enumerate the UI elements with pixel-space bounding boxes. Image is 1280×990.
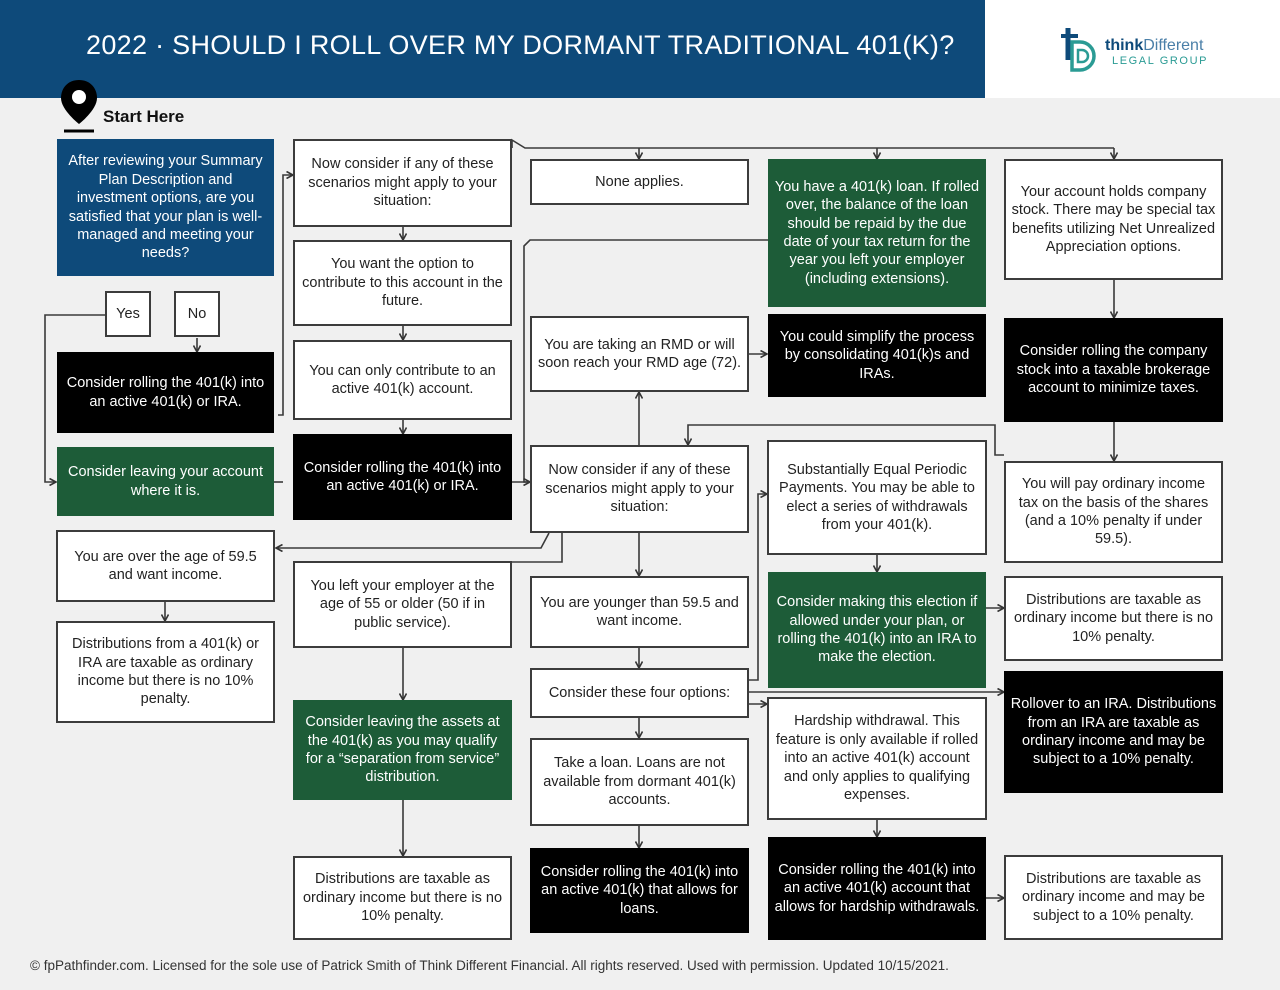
node-ordinary-tax-shares: You will pay ordinary income tax on the …: [1004, 461, 1223, 563]
node-simplify: You could simplify the process by consol…: [768, 314, 986, 397]
node-none-applies: None applies.: [530, 159, 749, 205]
node-rollover-ira: Rollover to an IRA. Distributions from a…: [1004, 671, 1223, 793]
node-left-55: You left your employer at the age of 55 …: [293, 561, 512, 648]
node-roll-loans: Consider rolling the 401(k) into an acti…: [530, 848, 749, 933]
node-leave-account: Consider leaving your account where it i…: [57, 447, 274, 516]
node-satisfied-question: After reviewing your Summary Plan Descri…: [57, 139, 274, 276]
node-loan: You have a 401(k) loan. If rolled over, …: [768, 159, 986, 307]
node-over-595: You are over the age of 59.5 and want in…: [56, 530, 275, 602]
logo-text: thinkDifferent: [1105, 37, 1204, 54]
logo-subtext: LEGAL GROUP: [1112, 55, 1209, 67]
logo-area: [985, 0, 1280, 98]
node-sepp: Substantially Equal Periodic Payments. Y…: [767, 440, 987, 555]
node-yes: Yes: [105, 291, 151, 337]
node-hardship: Hardship withdrawal. This feature is onl…: [767, 697, 987, 820]
node-only-active: You can only contribute to an active 401…: [293, 340, 512, 420]
node-roll-hardship: Consider rolling the 401(k) into an acti…: [768, 837, 986, 940]
node-roll-active-2: Consider rolling the 401(k) into an acti…: [293, 434, 512, 520]
node-younger-595: You are younger than 59.5 and want incom…: [530, 576, 749, 648]
node-take-loan: Take a loan. Loans are not available fro…: [530, 738, 749, 826]
node-roll-stock: Consider rolling the company stock into …: [1004, 318, 1223, 422]
location-pin-icon: [61, 80, 97, 133]
think-different-logo-icon: [1061, 28, 1096, 72]
node-dist-55: Distributions are taxable as ordinary in…: [293, 856, 512, 940]
header-bar: 2022 · SHOULD I ROLL OVER MY DORMANT TRA…: [0, 0, 985, 98]
node-no: No: [174, 291, 220, 337]
node-dist-hardship: Distributions are taxable as ordinary in…: [1004, 855, 1223, 940]
node-roll-active-1: Consider rolling the 401(k) into an acti…: [57, 352, 274, 433]
node-dist-over-595: Distributions from a 401(k) or IRA are t…: [56, 621, 275, 723]
node-want-contribute: You want the option to contribute to thi…: [293, 240, 512, 326]
node-scenarios-1: Now consider if any of these scenarios m…: [293, 139, 512, 227]
start-here-label: Start Here: [103, 107, 185, 126]
node-rmd: You are taking an RMD or will soon reach…: [530, 316, 749, 392]
node-leave-assets: Consider leaving the assets at the 401(k…: [293, 700, 512, 800]
footer-copyright: © fpPathfinder.com. Licensed for the sol…: [30, 958, 949, 973]
node-dist-sepp: Distributions are taxable as ordinary in…: [1004, 576, 1223, 661]
node-four-options: Consider these four options:: [530, 668, 749, 718]
node-consider-election: Consider making this election if allowed…: [768, 572, 986, 688]
page-title: 2022 · SHOULD I ROLL OVER MY DORMANT TRA…: [86, 30, 955, 60]
node-company-stock: Your account holds company stock. There …: [1004, 159, 1223, 280]
node-scenarios-2: Now consider if any of these scenarios m…: [530, 445, 749, 533]
